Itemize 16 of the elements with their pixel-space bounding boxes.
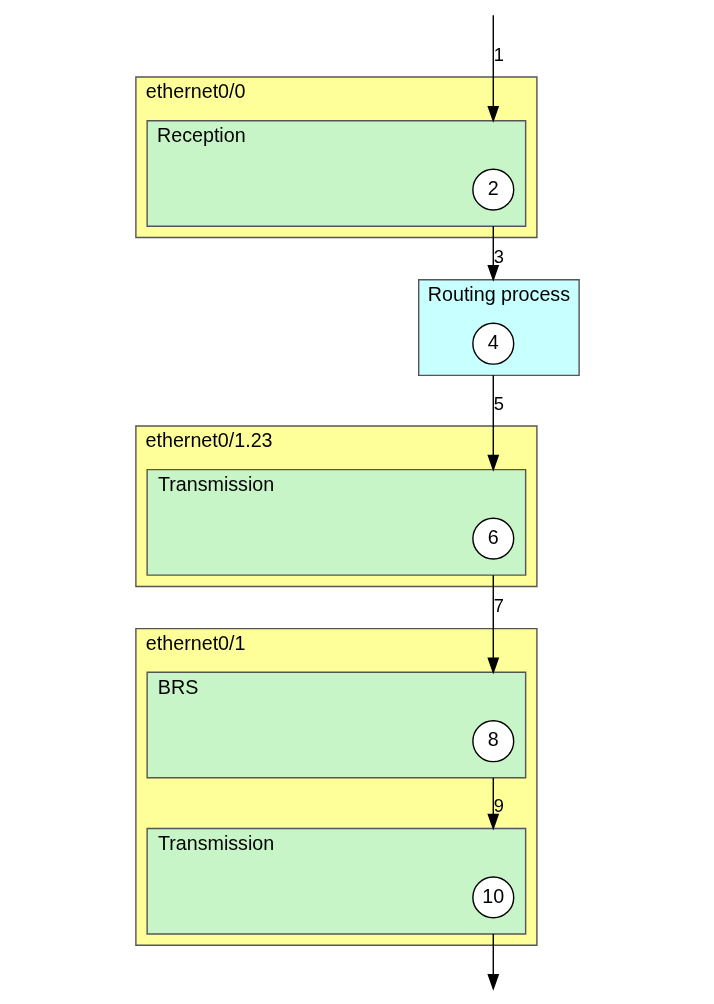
arrow — [486, 574, 499, 675]
edge-label: 1 — [493, 43, 504, 65]
node-circle: 2 — [471, 168, 514, 211]
node-circle: 8 — [471, 720, 514, 763]
edge-label: 5 — [493, 392, 504, 414]
edge-label: 9 — [493, 795, 504, 817]
arrow — [486, 225, 499, 282]
arrow — [486, 374, 499, 472]
node-circle: 4 — [471, 322, 514, 365]
edge-label: 3 — [493, 246, 504, 268]
edge-label: 7 — [493, 595, 504, 617]
arrow — [486, 933, 499, 991]
arrow — [486, 777, 499, 831]
node-circle: 6 — [471, 517, 514, 560]
arrow — [486, 14, 499, 123]
node-circle: 10 — [471, 876, 514, 919]
